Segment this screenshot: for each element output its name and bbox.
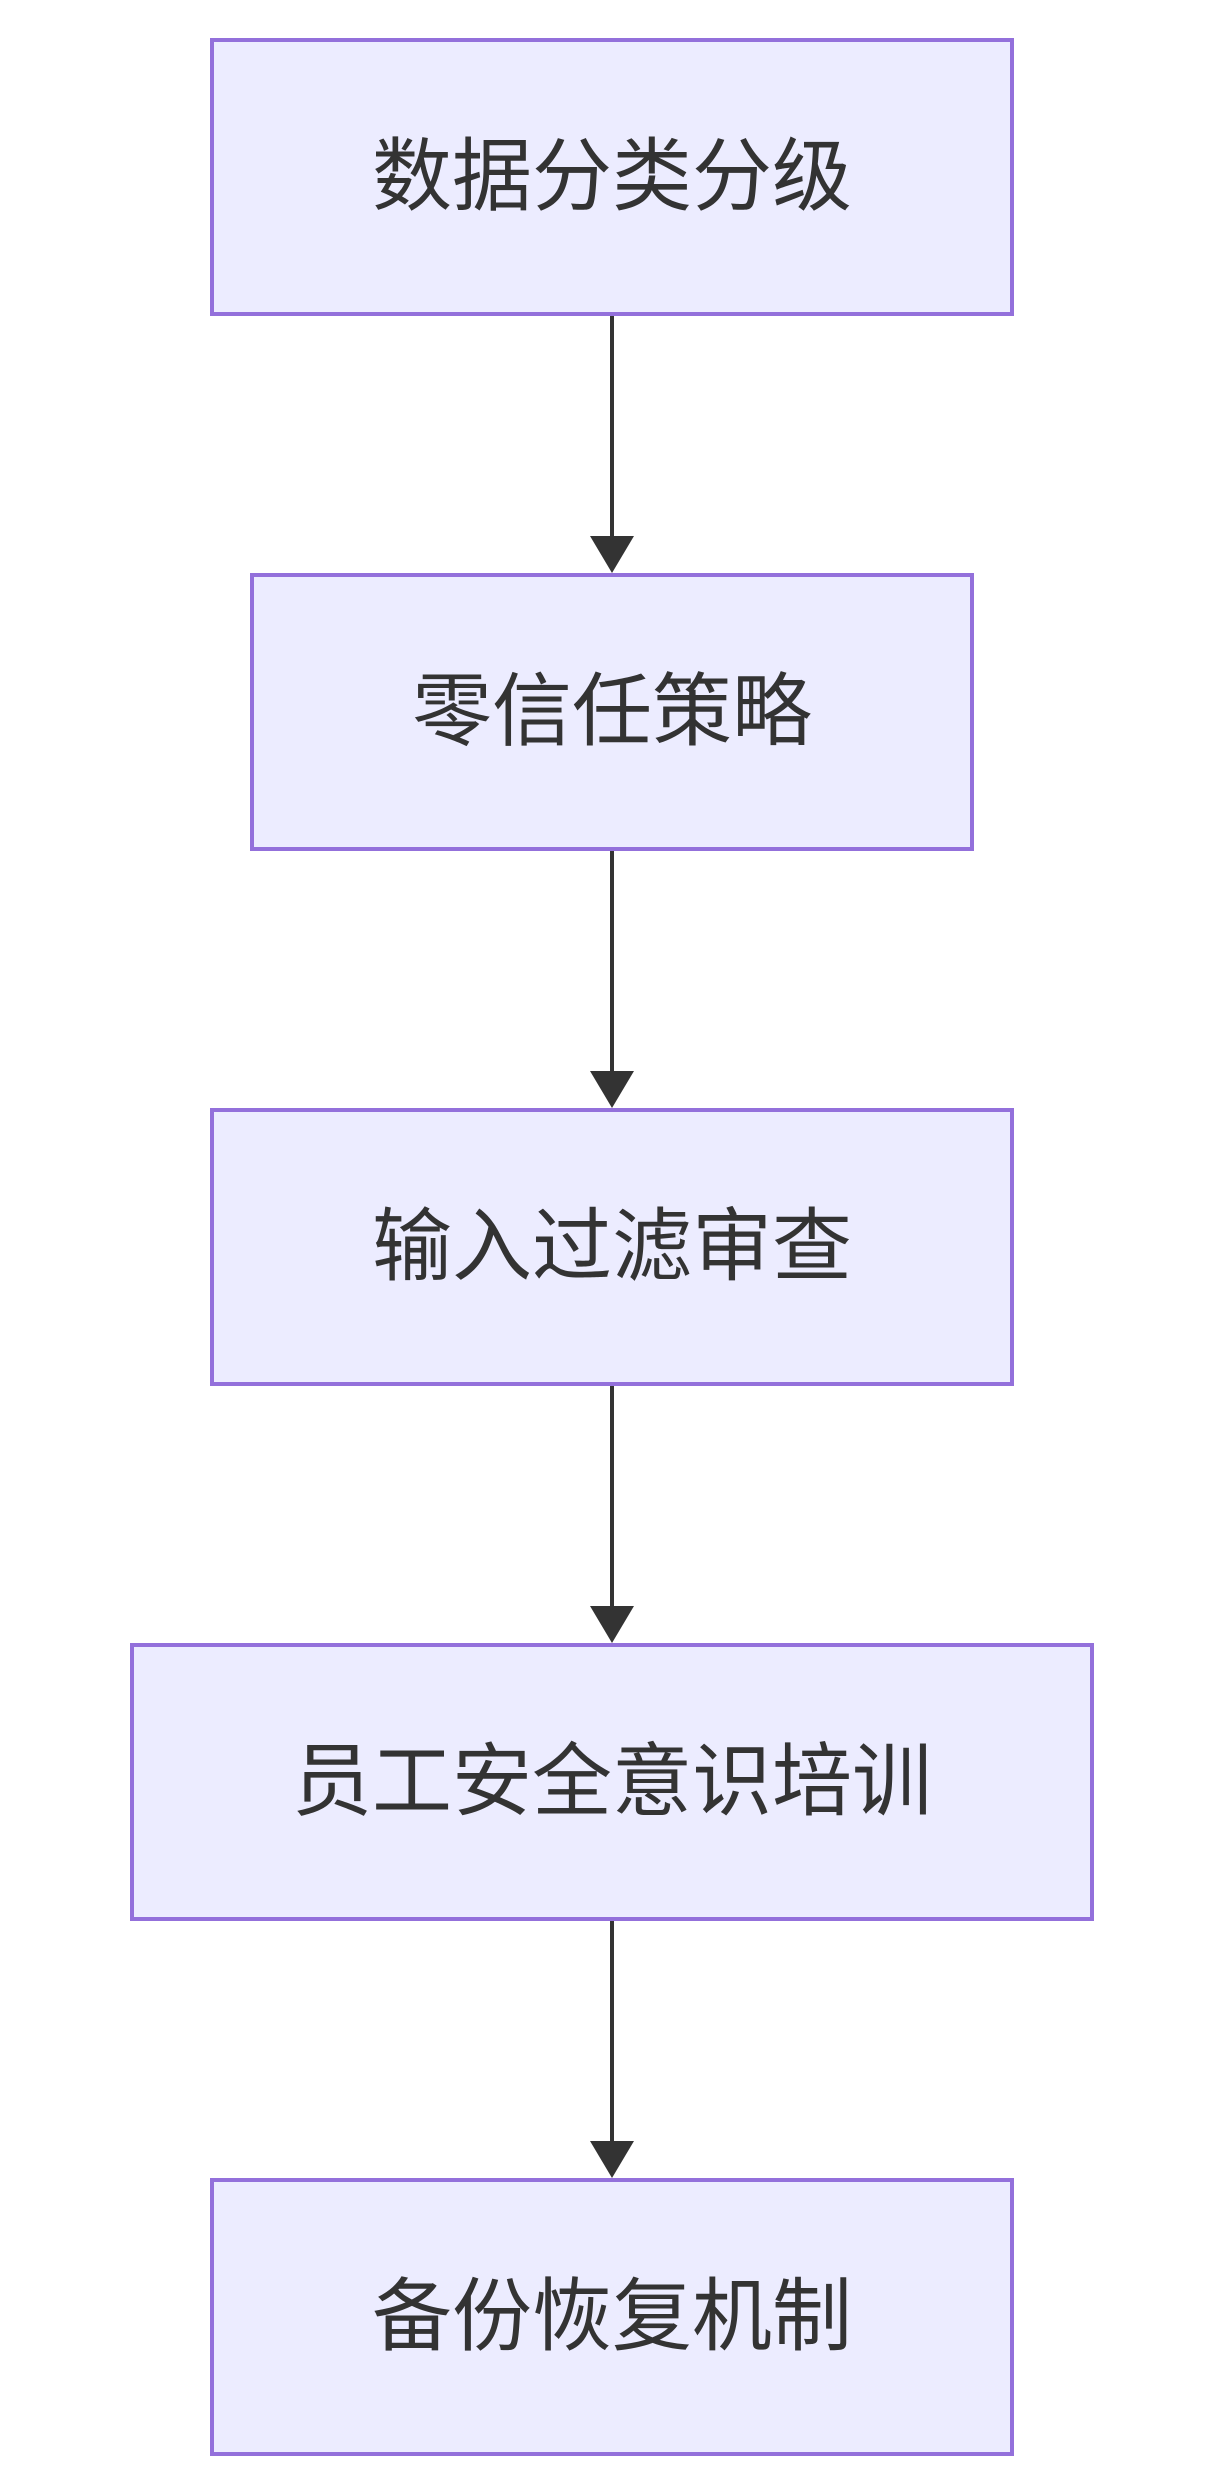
edge-line bbox=[610, 1386, 614, 1607]
edge-line bbox=[610, 316, 614, 537]
arrow-down-icon bbox=[590, 1071, 634, 1108]
node-data-classification: 数据分类分级 bbox=[210, 38, 1014, 316]
node-label: 零信任策略 bbox=[412, 667, 812, 756]
node-label: 员工安全意识培训 bbox=[292, 1737, 932, 1826]
edge-line bbox=[610, 1921, 614, 2142]
edge-arrow-1 bbox=[590, 316, 634, 573]
node-label: 备份恢复机制 bbox=[372, 2272, 852, 2361]
edge-arrow-2 bbox=[590, 851, 634, 1108]
node-label: 输入过滤审查 bbox=[372, 1202, 852, 1291]
arrow-down-icon bbox=[590, 2141, 634, 2178]
node-zero-trust: 零信任策略 bbox=[250, 573, 974, 851]
arrow-down-icon bbox=[590, 536, 634, 573]
edge-arrow-4 bbox=[590, 1921, 634, 2178]
edge-line bbox=[610, 851, 614, 1072]
edge-arrow-3 bbox=[590, 1386, 634, 1643]
node-input-filtering: 输入过滤审查 bbox=[210, 1108, 1014, 1386]
node-security-awareness-training: 员工安全意识培训 bbox=[130, 1643, 1094, 1921]
node-label: 数据分类分级 bbox=[372, 132, 852, 221]
node-backup-recovery: 备份恢复机制 bbox=[210, 2178, 1014, 2456]
arrow-down-icon bbox=[590, 1606, 634, 1643]
